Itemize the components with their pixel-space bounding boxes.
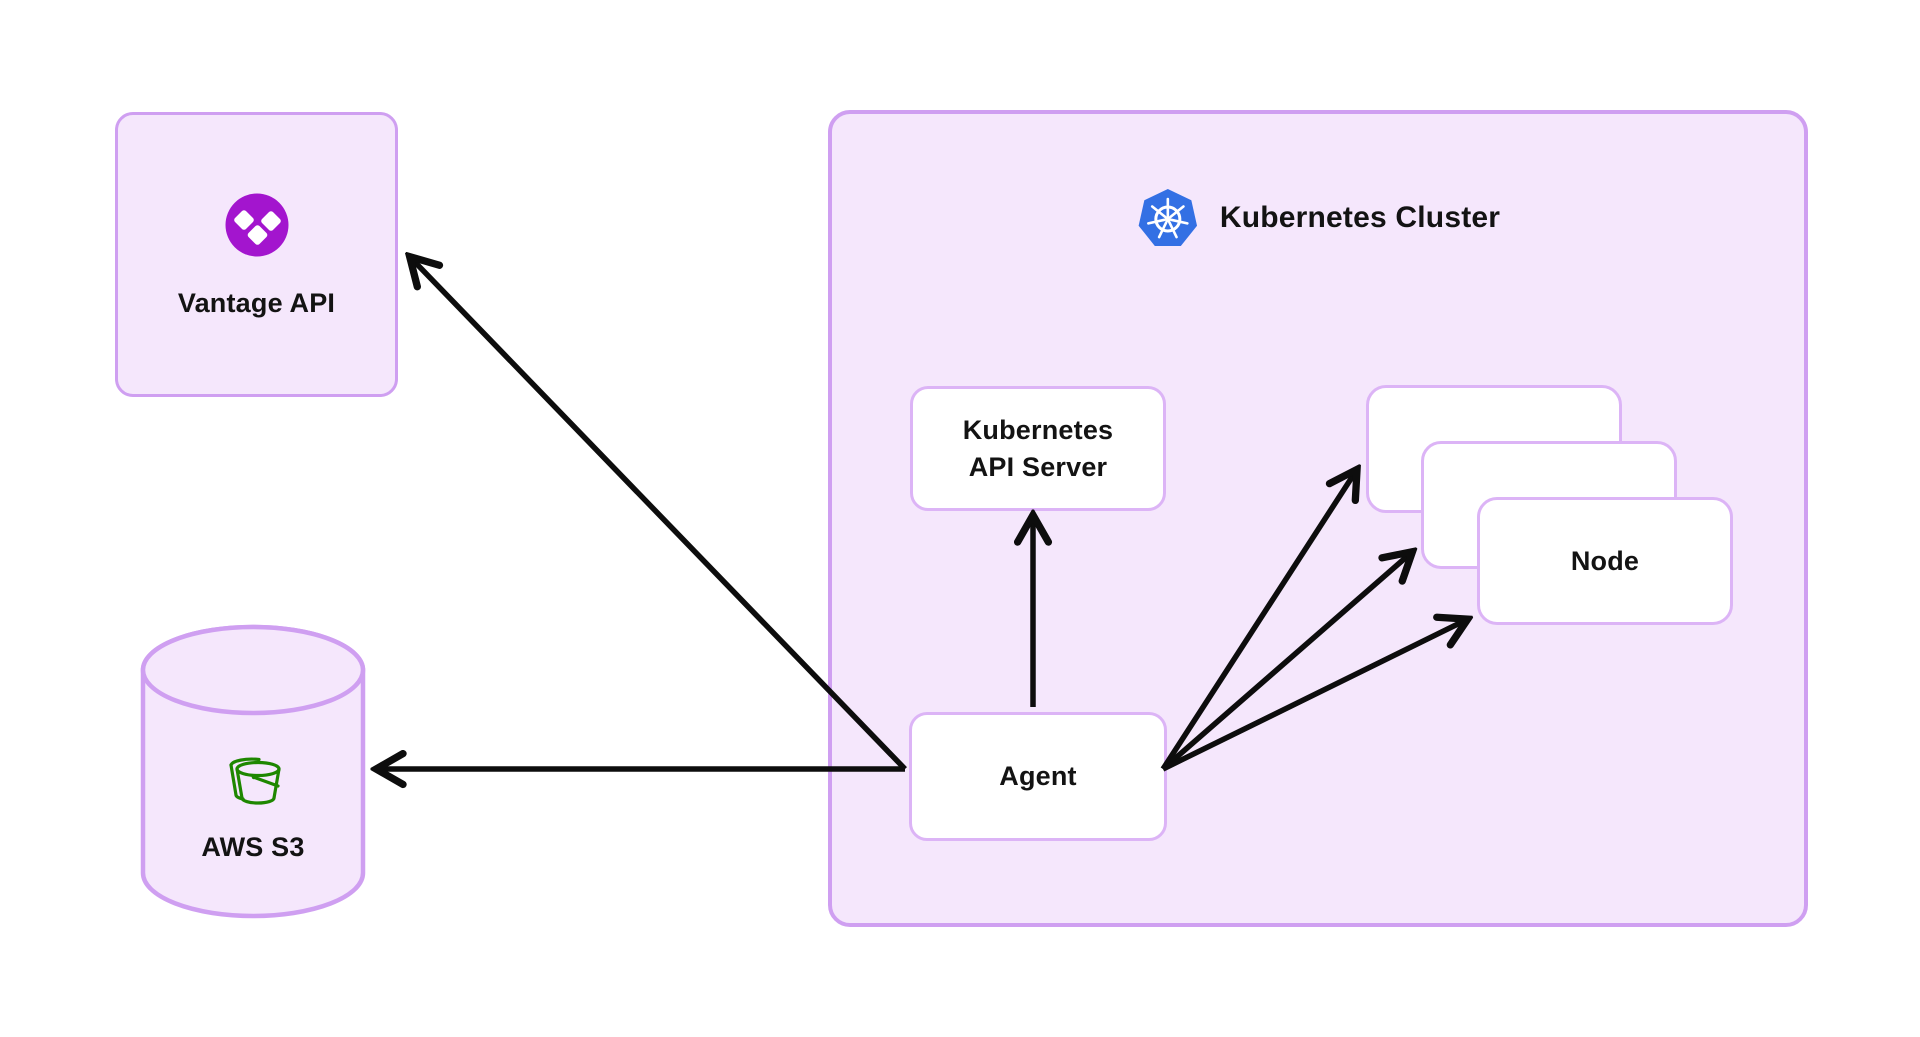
node-label: Node <box>1570 545 1640 576</box>
vantage-api-box: Vantage API <box>115 112 398 397</box>
vantage-icon <box>219 187 295 263</box>
aws-s3-label: AWS S3 <box>201 832 305 862</box>
cluster-title: Kubernetes Cluster <box>1219 201 1501 234</box>
s3-bucket-icon <box>221 745 285 809</box>
api-server-label: Kubernetes API Server <box>962 415 1114 482</box>
kubernetes-icon <box>1136 186 1200 250</box>
aws-s3-cylinder: AWS S3 <box>140 623 366 920</box>
vantage-api-label: Vantage API <box>177 288 336 319</box>
kubernetes-cluster-box: Kubernetes Cluster Kubernetes API Server… <box>828 110 1808 927</box>
agent-box: Agent <box>909 712 1167 841</box>
node-box-front: Node <box>1477 497 1733 625</box>
agent-label: Agent <box>999 761 1077 792</box>
kubernetes-api-server-box: Kubernetes API Server <box>910 386 1166 511</box>
cylinder-shape <box>140 624 366 919</box>
cluster-header: Kubernetes Cluster <box>1136 186 1500 250</box>
